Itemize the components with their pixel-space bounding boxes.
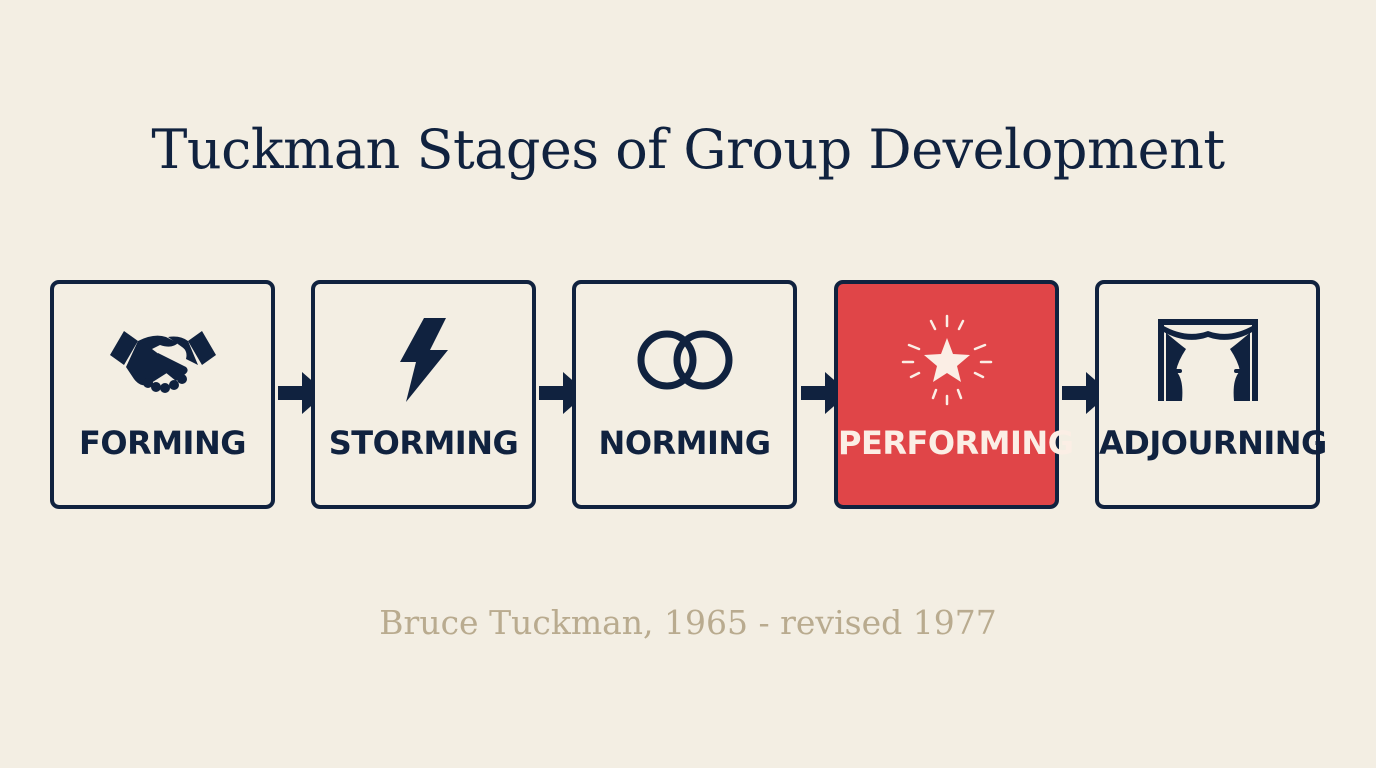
stage-label: NORMING	[598, 424, 771, 462]
stage-label: ADJOURNING	[1099, 424, 1327, 462]
stage-norming: NORMING	[572, 280, 797, 509]
stage-curtain-icon	[1099, 314, 1316, 406]
stage-label: PERFORMING	[838, 424, 1074, 462]
credit-caption: Bruce Tuckman, 1965 - revised 1977	[379, 603, 997, 642]
stage-adjourning: ADJOURNING	[1095, 280, 1327, 509]
interlocking-rings-icon	[576, 314, 793, 406]
lightning-bolt-icon	[315, 314, 532, 406]
diagram-title: Tuckman Stages of Group Development	[151, 118, 1225, 181]
stage-performing: PERFORMING	[834, 280, 1074, 509]
stage-storming: STORMING	[311, 280, 536, 509]
stage-label: FORMING	[79, 424, 247, 462]
stage-forming: FORMING	[50, 280, 275, 509]
star-icon	[838, 314, 1055, 406]
handshake-icon	[54, 314, 271, 406]
stage-label: STORMING	[328, 424, 519, 462]
